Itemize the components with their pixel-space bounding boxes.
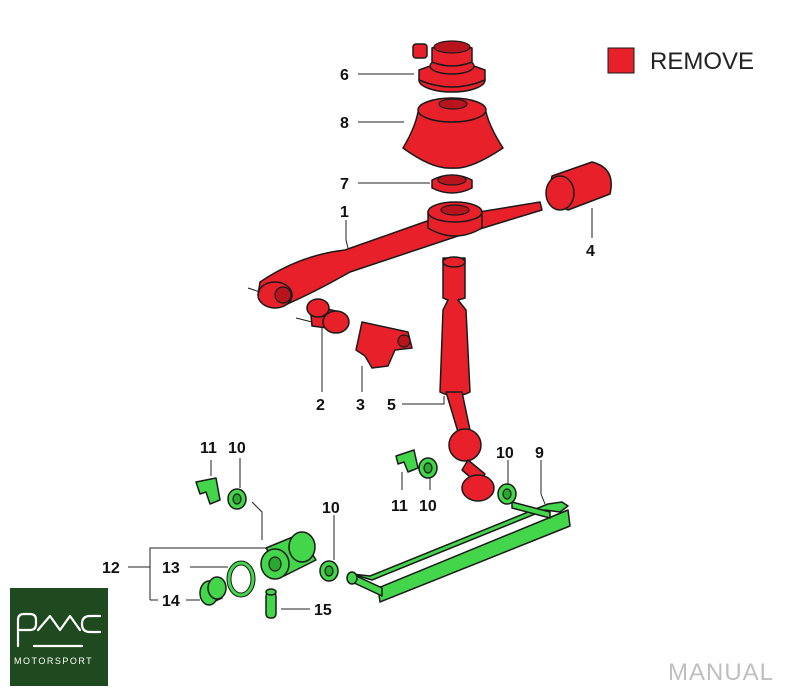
callout-15: 15 — [314, 602, 332, 619]
pmc-motorsport-logo: MOTORSPORT — [10, 588, 108, 686]
part-9-shift-rod — [346, 501, 571, 603]
callout-10-left: 10 — [228, 440, 246, 457]
callout-10-lower: 10 — [322, 500, 340, 517]
part-12-bushing-assembly — [260, 531, 317, 580]
callout-12: 12 — [102, 560, 120, 577]
callout-13: 13 — [162, 560, 180, 577]
callout-2: 2 — [316, 397, 325, 414]
part-2-bushing — [306, 298, 350, 334]
part-10-washer-right-a — [418, 457, 438, 479]
callout-10-right-a: 10 — [419, 498, 437, 515]
logo-background — [10, 588, 108, 686]
part-5-shift-lever — [439, 256, 495, 502]
callout-9: 9 — [535, 445, 544, 462]
callouts: 6 8 7 1 4 2 3 5 9 10 11 10 11 10 10 12 1… — [102, 67, 595, 619]
callout-7: 7 — [340, 176, 349, 193]
callout-8: 8 — [340, 115, 349, 132]
callout-11-right: 11 — [391, 498, 408, 515]
callout-10-right-b: 10 — [496, 445, 514, 462]
part-4-end-cap — [545, 161, 612, 211]
callout-14: 14 — [162, 593, 180, 610]
logo-text: MOTORSPORT — [14, 656, 93, 666]
callout-3: 3 — [356, 397, 365, 414]
part-15-pin — [265, 588, 277, 619]
part-1-shift-arm — [247, 201, 543, 323]
legend-swatch — [607, 47, 635, 74]
part-11-clip-left — [195, 477, 221, 505]
part-3-bracket — [355, 321, 413, 369]
callout-5: 5 — [387, 397, 396, 414]
part-14-bushing — [199, 576, 227, 606]
part-7-bushing — [431, 174, 473, 194]
part-8-rubber-boot — [402, 97, 504, 169]
part-10-washer-lower — [319, 560, 339, 582]
callout-4: 4 — [586, 243, 595, 260]
callout-6: 6 — [340, 67, 349, 84]
logo-pmc-mark — [16, 612, 102, 648]
leader-lines — [128, 73, 593, 610]
legend: REMOVE — [607, 47, 754, 75]
part-10-washer-left — [227, 488, 247, 510]
part-10-washer-right-b — [497, 483, 517, 505]
legend-label: REMOVE — [650, 48, 754, 75]
part-13-o-ring — [226, 560, 256, 598]
part-11-clip-right — [395, 449, 419, 473]
callout-1: 1 — [340, 204, 349, 221]
callout-11-left: 11 — [200, 440, 217, 457]
part-6-knob-boot-top — [412, 40, 486, 93]
manual-watermark: MANUAL — [668, 659, 774, 686]
